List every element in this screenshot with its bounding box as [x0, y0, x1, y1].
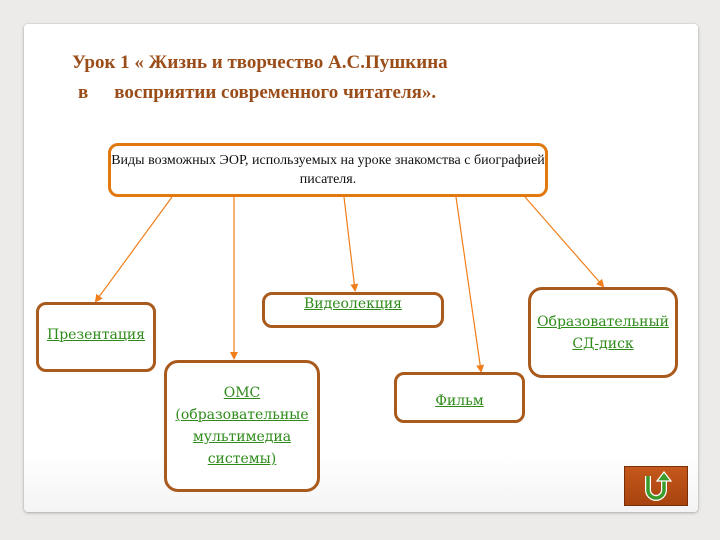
connector-to-cd: [524, 196, 605, 288]
slide-title: Урок 1 « Жизнь и творчество А.С.Пушкина …: [60, 48, 580, 108]
title-line-2-prefix: в: [78, 82, 89, 103]
title-line-2: в восприятии современного читателя».: [60, 78, 580, 108]
connector-to-film: [455, 196, 485, 373]
film-link[interactable]: Фильм: [435, 392, 484, 409]
presentation-link[interactable]: Презентация: [47, 327, 145, 343]
node-film[interactable]: Фильм: [394, 372, 525, 423]
u-turn-back-icon: [645, 471, 673, 501]
root-node-label: Виды возможных ЭОР, используемых на урок…: [111, 153, 545, 187]
back-button[interactable]: [624, 466, 688, 506]
node-oms[interactable]: ОМС (образовательные мультимедиа системы…: [164, 360, 320, 492]
title-line-1: Урок 1 « Жизнь и творчество А.С.Пушкина: [72, 52, 448, 73]
node-cd[interactable]: Образовательный СД-диск: [528, 287, 678, 378]
slide-background: [24, 24, 698, 512]
oms-link[interactable]: ОМС (образовательные мультимедиа системы…: [175, 385, 309, 467]
node-presentation[interactable]: Презентация: [36, 302, 156, 372]
root-node: Виды возможных ЭОР, используемых на урок…: [108, 143, 548, 197]
connector-to-presentation: [94, 196, 173, 303]
node-video-lecture[interactable]: Видеолекция: [262, 292, 444, 328]
title-line-2-rest: восприятии современного читателя».: [114, 82, 437, 103]
video-lecture-link[interactable]: Видеолекция: [303, 296, 403, 312]
cd-link[interactable]: Образовательный СД-диск: [537, 313, 669, 352]
connector-to-video-lecture: [343, 196, 359, 292]
